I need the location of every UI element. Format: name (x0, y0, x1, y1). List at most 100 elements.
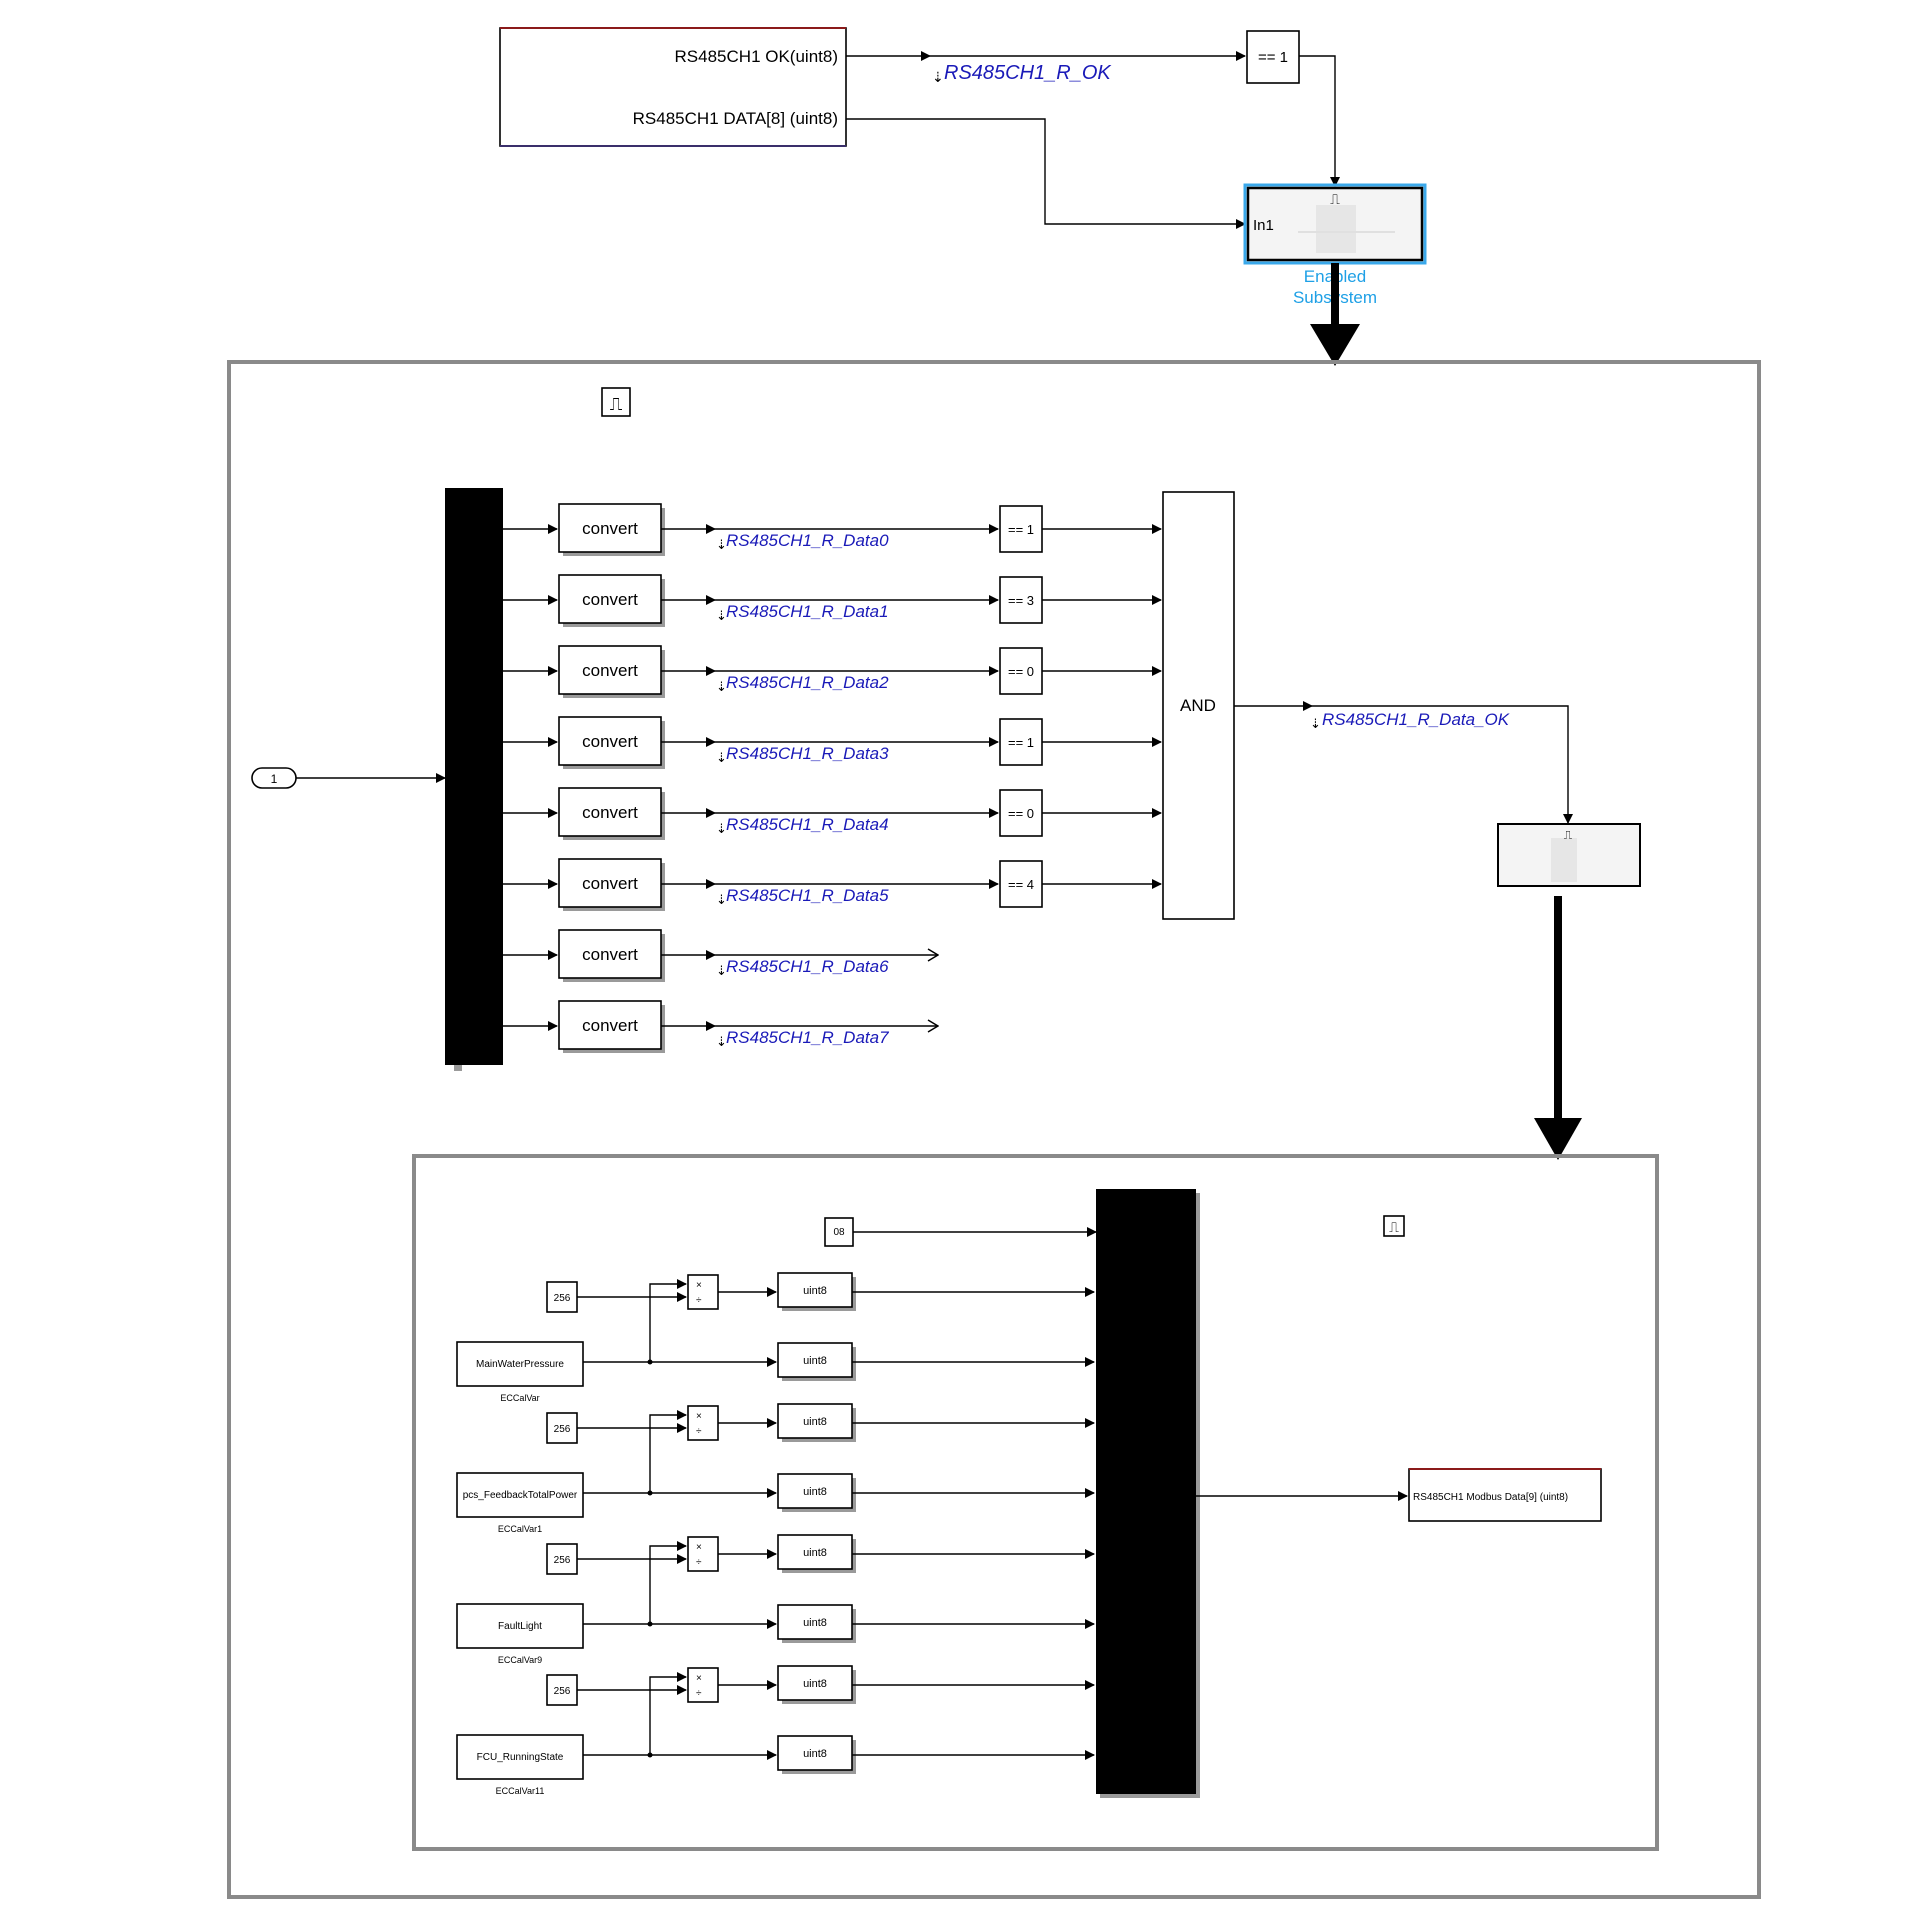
uint8-cast-block[interactable]: uint8 (777, 1665, 856, 1704)
product-body (687, 1536, 719, 1572)
convert-block[interactable]: convert (558, 1000, 665, 1053)
signal-glyph: ⇣ (716, 963, 727, 978)
signal-glyph: ⇣ (716, 608, 727, 623)
product-block[interactable]: ×÷ (687, 1405, 719, 1441)
convert-block[interactable]: convert (558, 574, 665, 627)
variable-label: MainWaterPressure (476, 1359, 564, 1370)
drilldown-arrow-2 (1534, 896, 1582, 1160)
compare-body (999, 789, 1043, 837)
signal-data-ok-glyph: ⇣ (1310, 716, 1321, 731)
svg-text:AND: AND (1180, 696, 1216, 715)
variable-block[interactable]: FaultLight (456, 1603, 584, 1649)
variable-label: FCU_RunningState (477, 1752, 564, 1763)
svg-text:1: 1 (271, 772, 278, 786)
channel-row-6: convert⇣RS485CH1_R_Data6 (503, 929, 938, 982)
signal-label-ok: RS485CH1_R_OK (944, 62, 1112, 84)
svg-text:RS485CH1 Modbus Data[9] (uint8: RS485CH1 Modbus Data[9] (uint8) (1413, 1492, 1568, 1503)
uint8-cast-block[interactable]: uint8 (777, 1604, 856, 1643)
uint8-body (777, 1403, 853, 1439)
in1-port-label: In1 (1253, 217, 1274, 234)
signal-glyph: ⇣ (716, 679, 727, 694)
compare-block[interactable]: == 1 (999, 718, 1043, 766)
uint8-cast-block[interactable]: uint8 (777, 1735, 856, 1774)
enable-port-icon[interactable]: ⎍ (601, 387, 631, 417)
convert-label: convert (582, 803, 638, 822)
variable-block[interactable]: pcs_FeedbackTotalPower (456, 1472, 584, 1518)
wire-branch (649, 1541, 687, 1624)
uint8-cast-block[interactable]: uint8 (777, 1342, 856, 1381)
calvar-label: ECCalVar11 (496, 1786, 545, 1796)
variable-label: pcs_FeedbackTotalPower (463, 1490, 578, 1501)
uint8-cast-block[interactable]: uint8 (777, 1473, 856, 1512)
compare-block[interactable]: == 1 (999, 505, 1043, 553)
product-block[interactable]: ×÷ (687, 1667, 719, 1703)
branch-dot (647, 1359, 653, 1365)
channels-group: convert⇣RS485CH1_R_Data0== 1convert⇣RS48… (503, 503, 1162, 1053)
calvar-label: ECCalVar (500, 1393, 539, 1403)
channel-row-0: convert⇣RS485CH1_R_Data0== 1 (503, 503, 1162, 556)
divide-op: ÷ (696, 1557, 702, 1568)
convert-label: convert (582, 945, 638, 964)
channel-row-4: convert ⇣RS485CH1_R_Data4 == 0 (503, 787, 1162, 840)
mux-block[interactable] (1096, 1189, 1196, 1794)
convert-block[interactable]: convert (558, 716, 665, 769)
uint8-cast-block[interactable]: uint8 (777, 1403, 856, 1442)
source-block[interactable]: RS485CH1 OK(uint8) RS485CH1 DATA[8] (uin… (499, 27, 847, 147)
compare-block[interactable]: == 3 (999, 576, 1043, 624)
compare-block[interactable]: == 0 (999, 789, 1043, 837)
compare-block[interactable]: == 0 (999, 647, 1043, 695)
wire-data-ok (1312, 705, 1573, 824)
nested-enable-port-icon[interactable]: ⎍ (1383, 1215, 1405, 1237)
demux-block[interactable] (445, 488, 503, 1065)
variable-block[interactable]: MainWaterPressure (456, 1341, 584, 1387)
drilldown-arrow-1 (1310, 263, 1360, 366)
inport-1[interactable]: 1 (251, 767, 297, 789)
uint8-label: uint8 (803, 1547, 827, 1559)
compare-ok-block[interactable]: == 1 (1246, 30, 1300, 84)
enabled-subsystem-block[interactable]: ⎍ In1 (1243, 183, 1427, 265)
svg-text:08: 08 (833, 1227, 845, 1238)
signal-label-data-ok: RS485CH1_R_Data_OK (1322, 710, 1510, 729)
nested-enabled-subsystem[interactable]: ⎍ (1497, 823, 1641, 887)
convert-block[interactable]: convert (558, 929, 665, 982)
const-256-label: 256 (554, 1424, 571, 1435)
const-256-block[interactable]: 256 (546, 1281, 578, 1313)
output-block[interactable]: RS485CH1 Modbus Data[9] (uint8) (1408, 1468, 1602, 1522)
compare-block[interactable]: == 4 (999, 860, 1043, 908)
channel-row-1: convert⇣RS485CH1_R_Data1== 3 (503, 574, 1162, 627)
convert-block[interactable]: convert (558, 645, 665, 698)
wire-branch (649, 1279, 687, 1362)
product-block[interactable]: ×÷ (687, 1274, 719, 1310)
multiply-op: × (696, 1673, 702, 1684)
wire-branch (649, 1672, 687, 1755)
const-08-block[interactable]: 08 (824, 1217, 854, 1247)
multiply-op: × (696, 1280, 702, 1291)
const-256-block[interactable]: 256 (546, 1543, 578, 1575)
and-block[interactable]: AND (1162, 491, 1235, 920)
product-body (687, 1274, 719, 1310)
channel-row-3: convert⇣RS485CH1_R_Data3== 1 (503, 716, 1162, 769)
variable-block[interactable]: FCU_RunningState (456, 1734, 584, 1780)
signal-glyph: ⇣ (716, 892, 727, 907)
svg-text:⎍: ⎍ (1389, 1219, 1399, 1235)
convert-block[interactable]: convert (558, 858, 665, 911)
const-256-block[interactable]: 256 (546, 1412, 578, 1444)
signal-label: RS485CH1_R_Data4 (726, 815, 889, 834)
product-block[interactable]: ×÷ (687, 1536, 719, 1572)
convert-block[interactable]: convert (558, 787, 665, 840)
uint8-cast-block[interactable]: uint8 (777, 1272, 856, 1311)
const-256-block[interactable]: 256 (546, 1674, 578, 1706)
signal-label: RS485CH1_R_Data0 (726, 531, 889, 550)
convert-block[interactable]: convert (558, 503, 665, 556)
channel-row-5: convert⇣RS485CH1_R_Data5== 4 (503, 858, 1162, 911)
divide-op: ÷ (696, 1295, 702, 1306)
compare-label: == 1 (1008, 522, 1034, 537)
variable-body (456, 1472, 584, 1518)
branch-dot (647, 1752, 653, 1758)
compare-label: == 4 (1008, 877, 1034, 892)
convert-body (558, 645, 662, 695)
signal-glyph: ⇣ (716, 821, 727, 836)
uint8-cast-block[interactable]: uint8 (777, 1534, 856, 1573)
